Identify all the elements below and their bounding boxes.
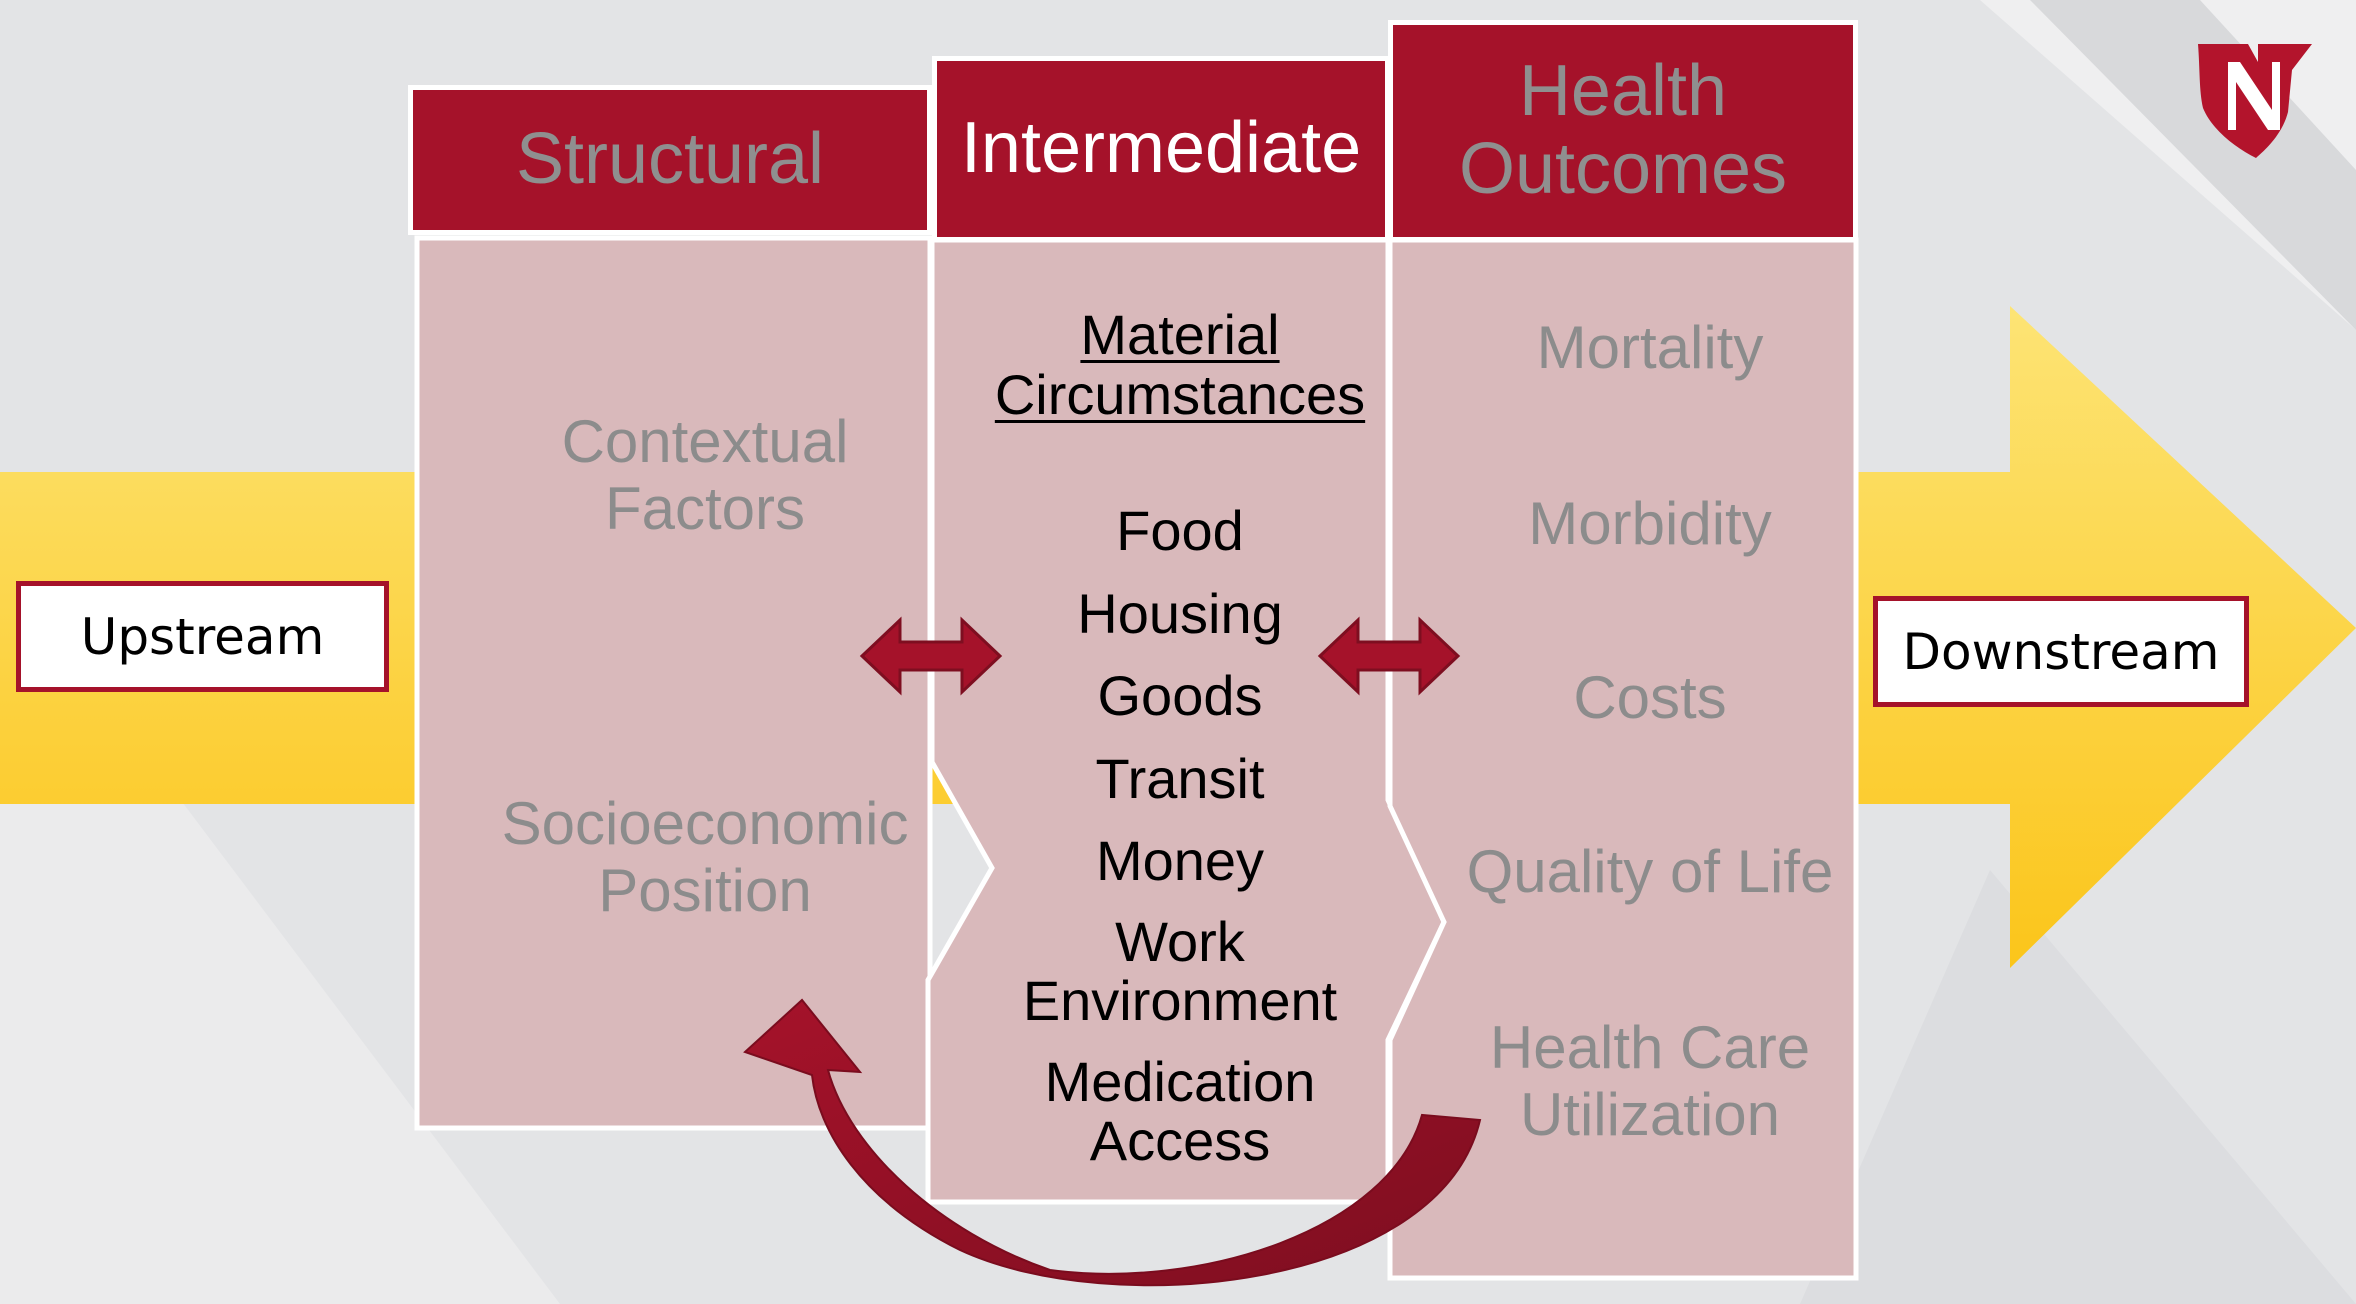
contextual-line2: Factors [604,475,806,543]
outcomes-header-line2: Outcomes [1458,129,1788,209]
university-n-logo-icon [2198,44,2312,158]
intermediate-item: Transit [1095,747,1265,810]
intermediate-item: Housing [1077,582,1283,645]
structural-header-text: Structural [515,119,825,200]
upstream-label: Upstream [16,581,389,692]
contextual-factors-label: Contextual Factors [505,408,905,542]
work-line2: Environment [1022,969,1338,1033]
outcome-item: Quality of Life [1466,838,1834,905]
material-line2: Circumstances [994,363,1366,427]
medication-line1: Medication [1044,1050,1316,1113]
socioeconomic-line2: Position [598,857,812,925]
health-care-line1: Health Care [1489,1014,1811,1081]
double-arrow-left [859,616,1003,696]
medication-line2: Access [1089,1109,1271,1173]
medication-access-label: Medication Access [960,1052,1400,1171]
socioeconomic-position-label: Socioeconomic Position [480,790,930,924]
intermediate-header-text: Intermediate [960,108,1362,189]
material-line1: Material [1080,303,1280,366]
intermediate-item: Money [1095,829,1265,892]
outcomes-header-line1: Health [1518,51,1728,132]
work-line1: Work [1115,910,1245,973]
outcomes-panel [1387,237,1859,1281]
intermediate-item: Goods [1097,664,1263,727]
socioeconomic-line1: Socioeconomic [501,790,909,857]
structural-header: Structural [408,85,932,235]
double-arrow-right [1317,616,1461,696]
health-care-utilization-label: Health Care Utilization [1430,1014,1870,1148]
outcome-item: Morbidity [1528,490,1772,557]
contextual-line1: Contextual [561,408,849,475]
intermediate-item: Food [1116,499,1244,562]
health-care-line2: Utilization [1519,1081,1781,1149]
background-dark-wedge [1800,870,2356,1304]
outcome-item: Costs [1573,664,1727,731]
structural-panel [414,235,933,1131]
intermediate-header: Intermediate [932,56,1390,242]
outcomes-header: Health Outcomes [1388,20,1858,242]
outcome-item: Mortality [1536,314,1764,381]
downstream-label: Downstream [1873,596,2249,707]
material-circumstances-title: Material Circumstances [960,303,1400,427]
upstream-text: Upstream [80,607,325,666]
work-environment-label: Work Environment [960,912,1400,1031]
downstream-text: Downstream [1902,622,2220,681]
feedback-curve-arrow [743,998,1482,1287]
